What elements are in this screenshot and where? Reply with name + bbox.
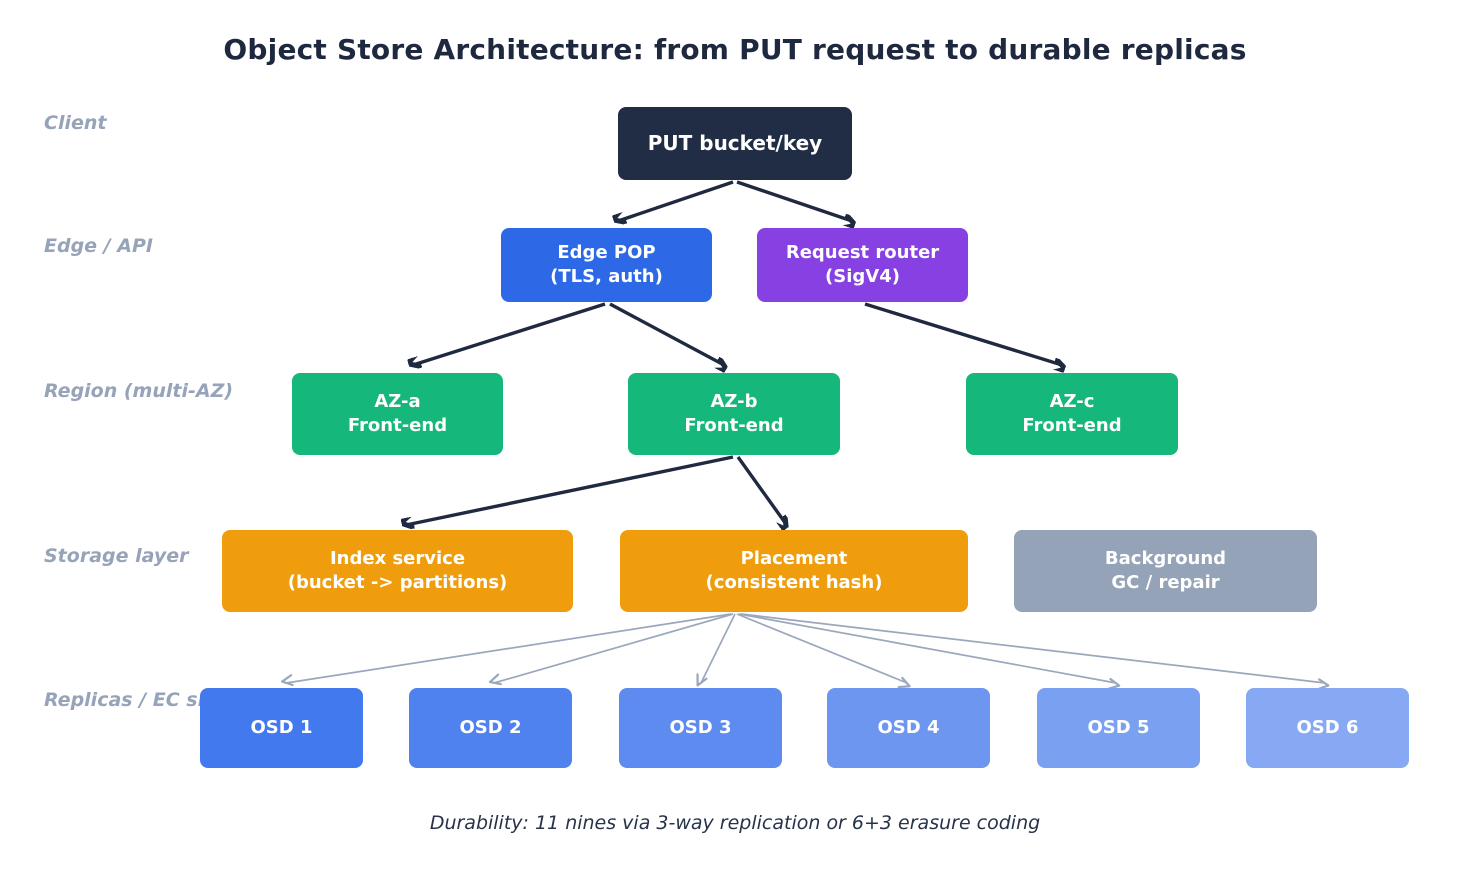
node-osd-4-label: OSD 4 — [877, 716, 940, 738]
node-az-b-line2: Front-end — [684, 415, 784, 436]
node-az-a-line1: AZ-a — [374, 390, 421, 412]
node-placement: Placement (consistent hash) — [620, 530, 968, 612]
node-osd-5: OSD 5 — [1037, 688, 1200, 768]
node-background-gc-repair: Background GC / repair — [1014, 530, 1317, 612]
node-az-b-front-end: AZ-b Front-end — [628, 373, 840, 455]
node-put-label: PUT bucket/key — [647, 131, 823, 155]
node-osd-1: OSD 1 — [200, 688, 363, 768]
node-placement-line1: Placement — [740, 547, 848, 569]
node-az-b-line1: AZ-b — [710, 390, 758, 412]
node-index-service-line1: Index service — [329, 547, 466, 569]
layer-label-edge-api: Edge / API — [44, 235, 153, 257]
node-placement-line2: (consistent hash) — [705, 572, 883, 593]
node-osd-6-label: OSD 6 — [1296, 716, 1359, 738]
node-az-a-line2: Front-end — [347, 415, 448, 436]
node-request-router-line1: Request router — [785, 241, 940, 263]
arrow-edge-pop-to-az-a — [413, 302, 606, 365]
node-osd-4: OSD 4 — [827, 688, 990, 768]
node-put-bucket-key: PUT bucket/key — [618, 107, 852, 180]
node-background-gc-line1: Background — [1104, 547, 1227, 569]
arrow-edge-pop-to-az-b — [609, 302, 724, 365]
node-edge-pop: Edge POP (TLS, auth) — [501, 228, 712, 302]
node-index-service-line2: (bucket -> partitions) — [287, 572, 508, 593]
node-osd-1-label: OSD 1 — [250, 716, 313, 738]
arrow-az-b-to-index — [406, 455, 734, 525]
node-index-service: Index service (bucket -> partitions) — [222, 530, 573, 612]
arrow-az-b-to-placement — [736, 456, 786, 524]
layer-label-storage: Storage layer — [44, 545, 189, 567]
node-az-c-front-end: AZ-c Front-end — [966, 373, 1178, 455]
node-background-gc-line2: GC / repair — [1111, 572, 1220, 593]
arrow-placement-to-osd-5 — [738, 613, 1121, 690]
node-edge-pop-line1: Edge POP — [557, 241, 656, 263]
arrow-placement-to-osd-1 — [281, 613, 732, 687]
arrow-router-to-az-c — [864, 302, 1062, 365]
node-az-a-front-end: AZ-a Front-end — [292, 373, 503, 455]
node-osd-2-label: OSD 2 — [459, 716, 522, 738]
arrow-placement-to-osd-3 — [696, 613, 736, 687]
node-az-c-line2: Front-end — [1022, 415, 1122, 436]
arrow-placement-to-osd-6 — [740, 613, 1330, 691]
node-edge-pop-line2: (TLS, auth) — [550, 266, 663, 287]
node-osd-3: OSD 3 — [619, 688, 782, 768]
layer-label-client: Client — [44, 112, 107, 134]
node-az-c-line1: AZ-c — [1049, 390, 1095, 412]
node-osd-5-label: OSD 5 — [1087, 716, 1150, 738]
arrow-put-to-request-router — [736, 180, 852, 221]
durability-note: Durability: 11 nines via 3-way replicati… — [429, 812, 1041, 834]
arrow-placement-to-osd-2 — [488, 613, 734, 686]
node-request-router-line2: (SigV4) — [825, 266, 900, 287]
node-osd-3-label: OSD 3 — [669, 716, 732, 738]
diagram-title: Object Store Architecture: from PUT requ… — [223, 33, 1247, 66]
node-osd-6: OSD 6 — [1246, 688, 1409, 768]
node-request-router: Request router (SigV4) — [757, 228, 968, 302]
node-osd-2: OSD 2 — [409, 688, 572, 768]
layer-label-region: Region (multi-AZ) — [44, 380, 234, 402]
arrow-put-to-edge-pop — [618, 180, 734, 221]
arrow-placement-to-osd-4 — [736, 613, 911, 689]
